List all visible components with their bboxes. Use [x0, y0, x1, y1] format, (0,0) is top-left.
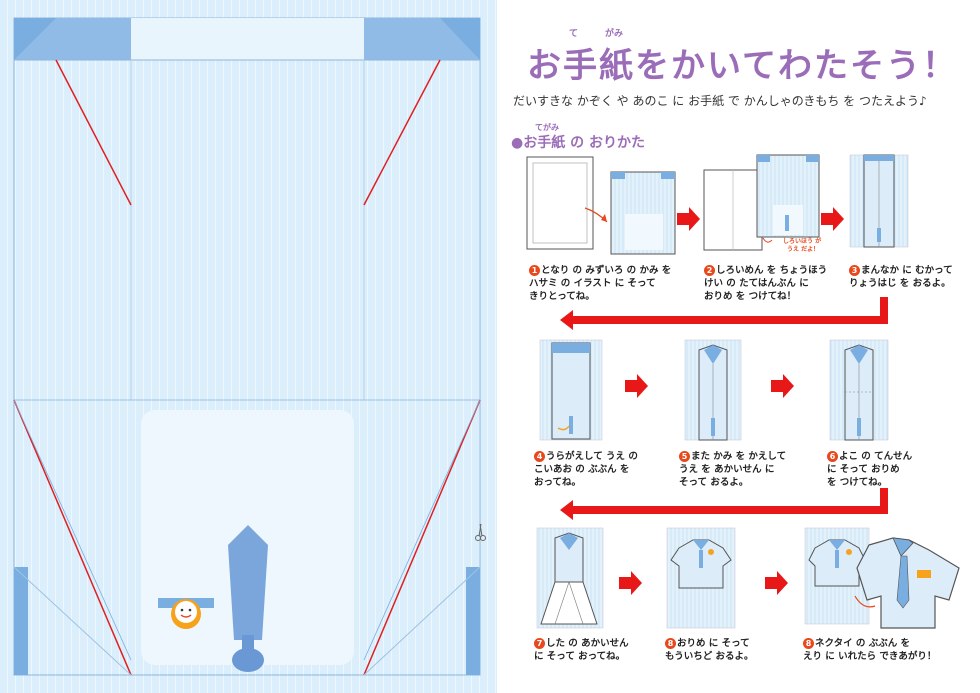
lower-left-tab: [14, 567, 28, 675]
red-line-upper-left: [55, 59, 132, 206]
scissors-icon: [475, 523, 486, 541]
connector-row2-row3: [572, 488, 888, 514]
arrow-2-3: [821, 207, 844, 231]
diagram-step-7: [536, 527, 604, 629]
diagram-step-1: [526, 156, 676, 255]
page-title: お手紙をかいてわたそう！: [527, 46, 958, 86]
diagram-step-6: [829, 339, 889, 441]
note-line-2: うえ だよ！: [787, 246, 819, 253]
arrow-8-9: [765, 571, 788, 595]
sun-character-icon: [158, 598, 214, 629]
instruction-panel: て がみ お手紙をかいてわたそう！ だいすきな かぞく や あのこ に お手紙 …: [497, 0, 980, 693]
red-line-lower-right-1: [363, 399, 481, 676]
top-right-flap-shade: [364, 18, 480, 60]
guide-lower-left: [13, 399, 132, 661]
section-title: ●お手紙 の おりかた: [511, 135, 645, 151]
red-line-upper-right: [363, 59, 441, 206]
letter-paper-sheet: [0, 0, 497, 693]
diagram-step-5: [684, 339, 742, 441]
note-line-1: しろいほう が: [783, 237, 821, 245]
diagram-step-2: しろいほう が うえ だよ！: [703, 154, 821, 253]
lower-right-tab: [466, 567, 480, 675]
arrow-5-6: [771, 374, 794, 398]
diagram-step-8: [666, 527, 736, 629]
diagram-step-9: [804, 527, 960, 629]
title-furigana-gami: がみ: [605, 29, 624, 39]
arrow-1-2: [677, 207, 700, 231]
diagram-step-4: [539, 339, 603, 441]
title-furigana-te: て: [569, 29, 579, 39]
necktie-icon: [228, 525, 268, 672]
arrow-4-5: [625, 374, 648, 398]
top-center-band: [131, 18, 364, 60]
subtitle: だいすきな かぞく や あのこ に お手紙 で かんしゃのきもち を つたえよう…: [513, 94, 927, 108]
section-furigana: てがみ: [535, 123, 559, 132]
top-left-flap-shade: [14, 18, 131, 60]
arrow-7-8: [619, 571, 642, 595]
paper-artwork: [13, 17, 486, 676]
guide-lower-right: [363, 399, 481, 661]
red-line-lower-left-1: [13, 399, 132, 676]
diagram-step-3: [849, 154, 909, 248]
